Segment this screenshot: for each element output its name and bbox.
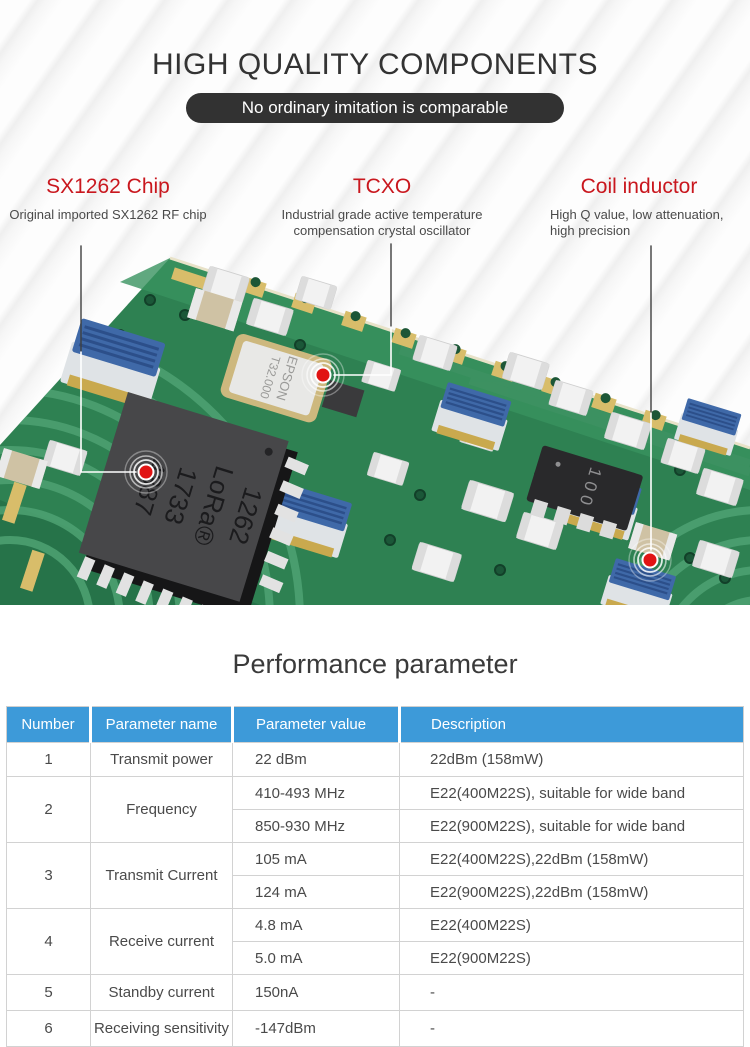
cell-parameter-name: Frequency	[90, 776, 233, 843]
cell-number: 6	[6, 1010, 91, 1047]
cell-parameter-name: Transmit Current	[90, 842, 233, 909]
callout-coil-desc: High Q value, low attenuation, high prec…	[550, 207, 724, 238]
sx1262-chip-graphic: 1262 LoRa® 1733 4387	[76, 392, 309, 605]
cell-description: E22(900M22S),22dBm (158mW)	[399, 875, 744, 909]
table-row: 124 mA E22(900M22S),22dBm (158mW)	[7, 875, 744, 909]
cell-number: 3	[6, 842, 91, 909]
callout-tcxo: TCXO Industrial grade active temperature…	[262, 175, 502, 239]
table-row: 5.0 mA E22(900M22S)	[7, 941, 744, 975]
banner-pill: No ordinary imitation is comparable	[186, 93, 564, 123]
callout-sx1262-title: SX1262 Chip	[46, 175, 170, 198]
cell-parameter-value: 5.0 mA	[232, 941, 400, 975]
cell-parameter-value: 4.8 mA	[232, 908, 400, 942]
table-row: 3 Transmit Current 105 mA E22(400M22S),2…	[6, 842, 744, 909]
cell-parameter-value: 850-930 MHz	[232, 809, 400, 843]
cell-number: 4	[6, 908, 91, 975]
cell-parameter-value: 105 mA	[232, 842, 400, 876]
cell-parameter-value: 150nA	[232, 974, 400, 1011]
tcxo-crystal-graphic: EPSON T32.000	[220, 333, 332, 423]
callout-sx1262-desc: Original imported SX1262 RF chip	[9, 207, 207, 222]
cell-parameter-value: 410-493 MHz	[232, 776, 400, 810]
table-header-row: Number Parameter name Parameter value De…	[6, 706, 744, 743]
cell-number: 2	[6, 776, 91, 843]
callout-lines	[80, 243, 652, 551]
header-number: Number	[6, 706, 91, 743]
page-title: HIGH QUALITY COMPONENTS	[151, 48, 598, 81]
inductor-100-graphic: 100	[526, 445, 643, 540]
cell-description: 22dBm (158mW)	[399, 742, 744, 777]
table-row: 4 Receive current 4.8 mA E22(400M22S)	[6, 908, 744, 975]
pcb-photo: EPSON T32.000	[0, 243, 750, 605]
cell-description: -	[399, 1010, 744, 1047]
cell-description: E22(400M22S)	[399, 908, 744, 942]
header-parameter-name: Parameter name	[89, 706, 233, 743]
performance-heading: Performance parameter	[232, 649, 518, 679]
cell-parameter-name: Receiving sensitivity	[90, 1010, 233, 1047]
cell-number: 5	[6, 974, 91, 1011]
header-description: Description	[398, 706, 744, 743]
table-row: 6 Receiving sensitivity -147dBm -	[6, 1010, 744, 1047]
table-row: 2 Frequency 410-493 MHz E22(400M22S), su…	[6, 776, 744, 843]
table-row: 5 Standby current 150nA -	[6, 974, 744, 1011]
callout-sx1262: SX1262 Chip Original imported SX1262 RF …	[8, 175, 208, 223]
table-row: 850-930 MHz E22(900M22S), suitable for w…	[7, 809, 744, 843]
hero-section: HIGH QUALITY COMPONENTS No ordinary imit…	[0, 0, 750, 605]
header-parameter-value: Parameter value	[231, 706, 400, 743]
callout-tcxo-desc: Industrial grade active temperature comp…	[281, 207, 483, 238]
table-row: 1 Transmit power 22 dBm 22dBm (158mW)	[6, 742, 744, 777]
cell-parameter-value: -147dBm	[232, 1010, 400, 1047]
cell-parameter-value: 22 dBm	[232, 742, 400, 777]
cell-parameter-value: 124 mA	[232, 875, 400, 909]
cell-number: 1	[6, 742, 91, 777]
cell-parameter-name: Standby current	[90, 974, 233, 1011]
marker-dot-sx1262	[124, 450, 168, 494]
cell-parameter-name: Transmit power	[90, 742, 233, 777]
cell-description: E22(900M22S)	[399, 941, 744, 975]
cell-description: -	[399, 974, 744, 1011]
cell-description: E22(400M22S),22dBm (158mW)	[399, 842, 744, 876]
cell-parameter-name: Receive current	[90, 908, 233, 975]
marker-dot-tcxo	[301, 353, 345, 397]
callout-tcxo-title: TCXO	[352, 175, 412, 198]
parameters-table: Number Parameter name Parameter value De…	[6, 706, 744, 1047]
cell-description: E22(400M22S), suitable for wide band	[399, 776, 744, 810]
callout-coil-title: Coil inductor	[580, 175, 698, 198]
cell-description: E22(900M22S), suitable for wide band	[399, 809, 744, 843]
marker-dot-coil	[628, 538, 672, 582]
callout-coil-inductor: Coil inductor High Q value, low attenuat…	[544, 175, 734, 239]
